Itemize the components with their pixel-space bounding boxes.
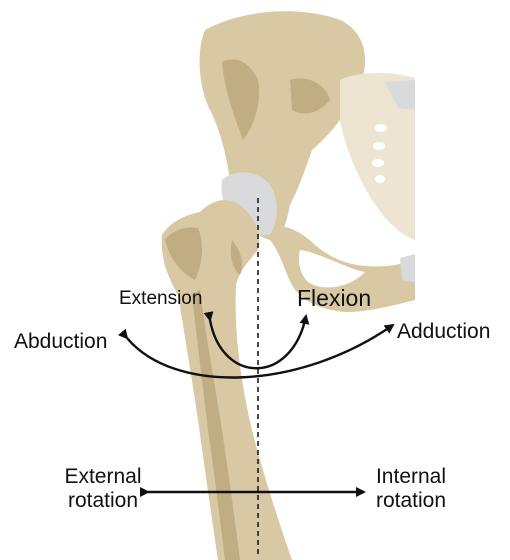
abduction-label: Abduction bbox=[14, 330, 107, 354]
internal-rotation-label: Internal rotation bbox=[356, 465, 466, 513]
extension-label: Extension bbox=[119, 288, 202, 310]
external-rotation-line-2: rotation bbox=[48, 489, 158, 513]
adduction-label: Adduction bbox=[397, 320, 490, 344]
abduction-adduction-arrow bbox=[127, 325, 393, 377]
flexion-label: Flexion bbox=[297, 285, 371, 311]
external-rotation-label: External rotation bbox=[48, 465, 158, 513]
internal-rotation-line-1: Internal bbox=[356, 465, 466, 489]
pubic-cartilage bbox=[400, 254, 415, 282]
internal-rotation-line-2: rotation bbox=[356, 489, 466, 513]
external-rotation-line-1: External bbox=[48, 465, 158, 489]
